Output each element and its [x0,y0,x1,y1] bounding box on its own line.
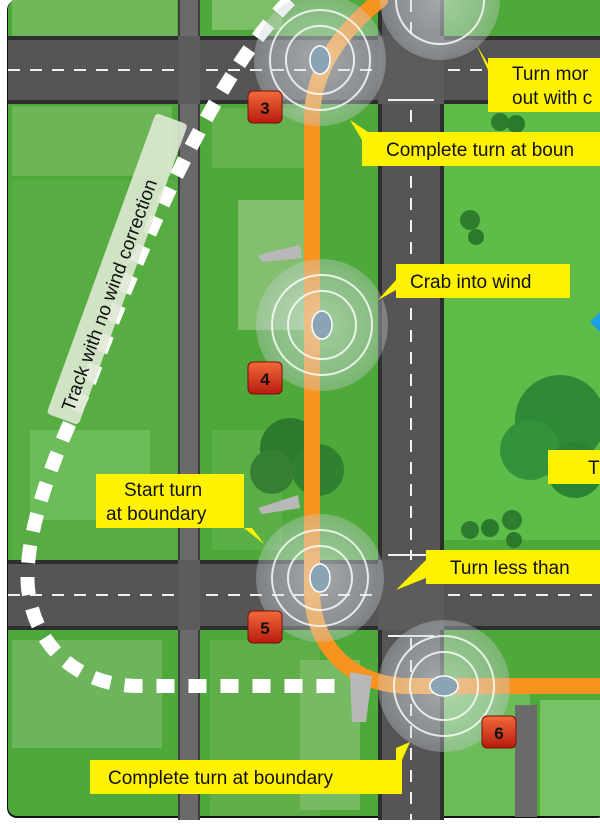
no-wind-track [20,0,340,693]
svg-text:at boundary: at boundary [106,504,207,525]
callout-start-turn: Start turn at boundary [96,474,264,544]
lot [540,700,600,816]
callout-turn-less-than: Turn less than [396,550,600,590]
helicopter-6 [350,620,510,752]
svg-text:Complete turn at boun: Complete turn at boun [386,140,574,161]
step-marker-4: 4 [247,361,283,395]
side-street [515,705,537,817]
svg-text:Turn less than: Turn less than [450,558,570,579]
helicopter-top-right [380,0,500,60]
step-number: 5 [260,619,269,638]
wind-arrow-icon [590,312,600,332]
step-number: 3 [260,99,269,118]
lot [12,640,162,748]
step-number: 6 [494,724,503,743]
step-marker-6: 6 [481,715,517,749]
step-number: 4 [260,370,270,389]
svg-text:Complete turn at boundary: Complete turn at boundary [108,768,333,789]
step-marker-3: 3 [247,90,283,124]
svg-text:out with c: out with c [512,88,592,109]
callout-complete-turn-top: Complete turn at boun [350,120,600,166]
callout-right-partial: T [548,450,600,484]
callout-crab-into-wind: Crab into wind [378,264,570,300]
svg-text:Turn mor: Turn mor [512,64,589,85]
helicopter-5 [256,495,384,642]
helicopter-3 [254,0,386,126]
callout-complete-turn-bottom: Complete turn at boundary [90,742,410,794]
helicopter-4 [256,245,388,391]
lot [12,0,177,38]
step-marker-5: 5 [247,610,283,644]
callout-turn-more: Turn mor out with c [476,44,600,112]
svg-text:Crab into wind: Crab into wind [410,272,531,293]
no-wind-track-label-banner [47,113,187,425]
svg-text:Start turn: Start turn [124,480,202,501]
svg-text:T: T [588,458,600,479]
